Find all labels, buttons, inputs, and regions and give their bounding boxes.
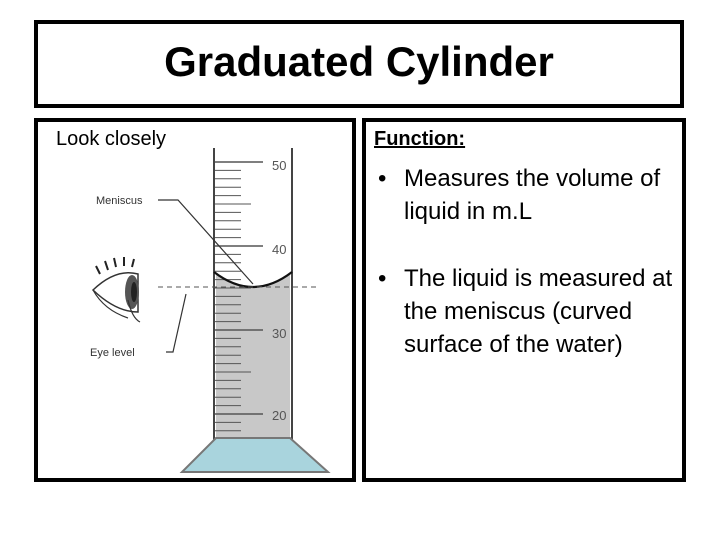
meniscus-pointer [158,199,254,285]
tick-label-50: 50 [272,158,286,173]
eye-level-label: Eye level [90,347,135,359]
eye-icon [91,257,141,323]
bullet-glyph: • [378,165,387,192]
function-heading: Function: [374,128,466,150]
bullet-item: • The liquid is measured at the meniscus… [374,262,680,361]
function-bullet-list: • Measures the volume of liquid in m.L •… [374,162,680,395]
cylinder-base [179,437,331,473]
eye-level-pointer [166,293,187,353]
left-panel: 50 40 30 20 Meniscus Eye level Look clos… [34,118,356,482]
meniscus-label: Meniscus [96,195,143,207]
look-closely-label: Look closely [56,128,167,150]
right-panel: Function: • Measures the volume of liqui… [362,118,686,482]
slide-title: Graduated Cylinder [164,38,554,85]
title-box: Graduated Cylinder [34,20,684,108]
tick-label-30: 30 [272,326,286,341]
graduated-cylinder-diagram: 50 40 30 20 Meniscus Eye level [90,148,331,473]
tick-label-20: 20 [272,408,286,423]
bullet-item: • Measures the volume of liquid in m.L [374,162,680,228]
bullet-text: The liquid is measured at the meniscus (… [404,265,673,358]
bullet-glyph: • [378,265,387,292]
tick-label-40: 40 [272,242,286,257]
graduation-ticks [215,161,263,432]
bullet-text: Measures the volume of liquid in m.L [404,165,661,225]
